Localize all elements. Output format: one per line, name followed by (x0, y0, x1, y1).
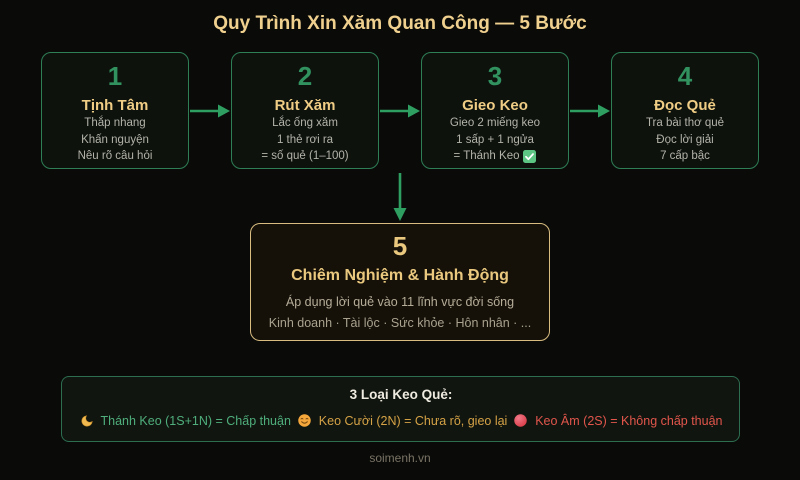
green-checkmark-icon (523, 150, 537, 164)
step-1-line: Thắp nhang (84, 117, 146, 129)
step-3-number: 3 (487, 61, 503, 91)
step-2-line: Lắc ống xăm (272, 117, 338, 129)
step-5-line: Áp dụng lời quẻ vào 11 lĩnh vực đời sống (285, 295, 515, 309)
legend-item-text: Keo Âm (2S) = Không chấp thuận (535, 413, 723, 428)
legend-item-keo-cuoi: Keo Cười (2N) = Chưa rõ, gieo lại (297, 413, 508, 428)
step-5-card: 5 Chiêm Nghiệm & Hành Động Áp dụng lời q… (250, 223, 550, 341)
step-3-line: Gieo 2 miếng keo (449, 117, 541, 129)
red-circle-icon (513, 413, 528, 428)
legend-item-text: Thánh Keo (1S+1N) = Chấp thuận (100, 413, 291, 428)
step-5-line: Kinh doanh · Tài lộc · Sức khỏe · Hôn nh… (268, 316, 532, 330)
step-1-line: Khấn nguyện (81, 133, 149, 146)
arrow-down-icon (0, 173, 800, 223)
step-3-line: = Thánh Keo (422, 150, 568, 164)
smiling-face-icon (297, 413, 312, 428)
step-2-card: 2 Rút Xăm Lắc ống xăm 1 thẻ rơi ra = số … (231, 52, 379, 169)
step-4-line: Tra bài thơ quẻ (645, 117, 725, 129)
legend-item-text: Keo Cười (2N) = Chưa rõ, gieo lại (318, 413, 508, 428)
crescent-moon-icon (80, 414, 94, 428)
legend-item-thanh-keo: Thánh Keo (1S+1N) = Chấp thuận (80, 414, 291, 428)
step-1-number: 1 (107, 61, 123, 91)
step-1-card: 1 Tịnh Tâm Thắp nhang Khấn nguyện Nêu rõ… (41, 52, 189, 169)
site-watermark: soimenh.vn (369, 451, 431, 465)
flow-row: 1 Tịnh Tâm Thắp nhang Khấn nguyện Nêu rõ… (0, 52, 800, 169)
step-3-line-text: = Thánh Keo (453, 150, 520, 162)
arrow-right-icon (189, 103, 231, 119)
step-5-number: 5 (392, 231, 408, 261)
legend-box: 3 Loại Keo Quẻ: Thánh Keo (1S+1N) = Chấp… (60, 376, 740, 442)
step-4-line: Đọc lời giải (656, 133, 714, 146)
step-5-title: Chiêm Nghiệm & Hành Động (291, 267, 509, 284)
step-3-title: Gieo Keo (462, 97, 528, 114)
step-2-line: 1 thẻ rơi ra (276, 133, 334, 146)
step-2-line: = số quẻ (1–100) (261, 150, 349, 162)
page-title: Quy Trình Xin Xăm Quan Công — 5 Bước (213, 13, 587, 34)
step-4-card: 4 Đọc Quẻ Tra bài thơ quẻ Đọc lời giải 7… (611, 52, 759, 169)
step-4-number: 4 (677, 61, 693, 91)
step-3-line: 1 sấp + 1 ngửa (456, 133, 534, 146)
legend-items: Thánh Keo (1S+1N) = Chấp thuận Keo Cười … (80, 413, 723, 428)
step-4-title: Đọc Quẻ (654, 97, 716, 114)
legend-title: 3 Loại Keo Quẻ: (349, 387, 453, 402)
step-2-number: 2 (297, 61, 313, 91)
arrow-right-icon (379, 103, 421, 119)
legend-item-keo-am: Keo Âm (2S) = Không chấp thuận (513, 413, 723, 428)
step-2-title: Rút Xăm (274, 97, 336, 114)
step-1-line: Nêu rõ câu hỏi (77, 150, 153, 162)
arrow-right-icon (569, 103, 611, 119)
step-4-line: 7 cấp bậc (660, 150, 710, 162)
step-1-title: Tịnh Tâm (81, 97, 149, 114)
step-3-card: 3 Gieo Keo Gieo 2 miếng keo 1 sấp + 1 ng… (421, 52, 569, 169)
